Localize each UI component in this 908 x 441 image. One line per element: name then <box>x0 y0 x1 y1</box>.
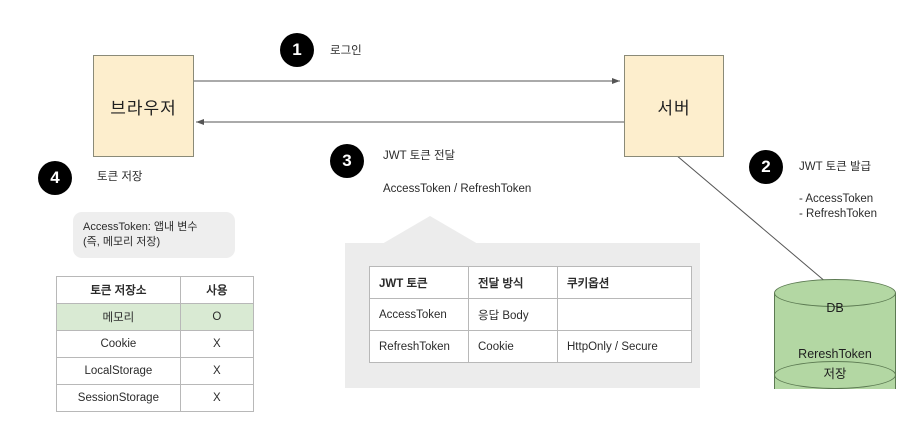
step-2-details: - AccessToken - RefreshToken <box>799 193 877 220</box>
database-node[interactable]: DB RereshToken 저장 <box>774 279 896 403</box>
table-row: LocalStorage X <box>56 357 255 385</box>
step-3-label: JWT 토큰 전달 <box>383 150 456 162</box>
storage-cell-use: X <box>179 384 255 412</box>
storage-cell-use: X <box>179 330 255 358</box>
storage-cell-use: O <box>179 303 255 331</box>
database-line-2: 저장 <box>823 367 847 381</box>
database-top-ellipse <box>774 279 896 307</box>
table-row: Cookie X <box>56 330 255 358</box>
storage-header-name: 토큰 저장소 <box>56 276 181 304</box>
database-line-1: RereshToken <box>798 347 872 361</box>
step-3-details: AccessToken / RefreshToken <box>383 183 532 195</box>
jwt-cell-token: RefreshToken <box>369 330 469 363</box>
step-badge-3: 3 <box>330 144 364 178</box>
jwt-header-delivery: 전달 방식 <box>468 266 558 299</box>
storage-cell-name: 메모리 <box>56 303 181 331</box>
callout-pointer <box>382 216 478 244</box>
table-header-row: JWT 토큰 전달 방식 쿠키옵션 <box>369 266 692 299</box>
database-bottom-ellipse <box>774 361 896 389</box>
jwt-cell-delivery: Cookie <box>468 330 558 363</box>
table-row: RefreshToken Cookie HttpOnly / Secure <box>369 330 692 363</box>
table-row: SessionStorage X <box>56 384 255 412</box>
step-badge-2: 2 <box>749 150 783 184</box>
server-node[interactable]: 서버 <box>624 55 724 157</box>
jwt-cell-cookie-option <box>557 298 692 331</box>
step-4-label: 토큰 저장 <box>97 171 143 183</box>
table-row: 메모리 O <box>56 303 255 331</box>
storage-cell-name: Cookie <box>56 330 181 358</box>
jwt-cell-token: AccessToken <box>369 298 469 331</box>
storage-header-use: 사용 <box>179 276 255 304</box>
server-node-label: 서버 <box>657 98 691 118</box>
step-badge-1: 1 <box>280 33 314 67</box>
step-1-label: 로그인 <box>330 45 362 57</box>
jwt-header-cookie-option: 쿠키옵션 <box>557 266 692 299</box>
storage-cell-name: SessionStorage <box>56 384 181 412</box>
token-storage-table: 토큰 저장소 사용 메모리 O Cookie X LocalStorage X … <box>56 276 255 412</box>
jwt-header-token: JWT 토큰 <box>369 266 469 299</box>
storage-cell-use: X <box>179 357 255 385</box>
jwt-cell-delivery: 응답 Body <box>468 298 558 331</box>
browser-node-label: 브라우저 <box>110 98 177 118</box>
step-badge-4: 4 <box>38 161 72 195</box>
access-token-note: AccessToken: 앱내 변수 (즉, 메모리 저장) <box>73 212 235 258</box>
jwt-cell-cookie-option: HttpOnly / Secure <box>557 330 692 363</box>
table-row: AccessToken 응답 Body <box>369 298 692 331</box>
database-title: DB <box>826 301 844 315</box>
storage-cell-name: LocalStorage <box>56 357 181 385</box>
table-header-row: 토큰 저장소 사용 <box>56 276 255 304</box>
browser-node[interactable]: 브라우저 <box>93 55 194 157</box>
step-2-label: JWT 토큰 발급 <box>799 161 872 173</box>
jwt-token-table: JWT 토큰 전달 방식 쿠키옵션 AccessToken 응답 Body Re… <box>369 266 692 363</box>
